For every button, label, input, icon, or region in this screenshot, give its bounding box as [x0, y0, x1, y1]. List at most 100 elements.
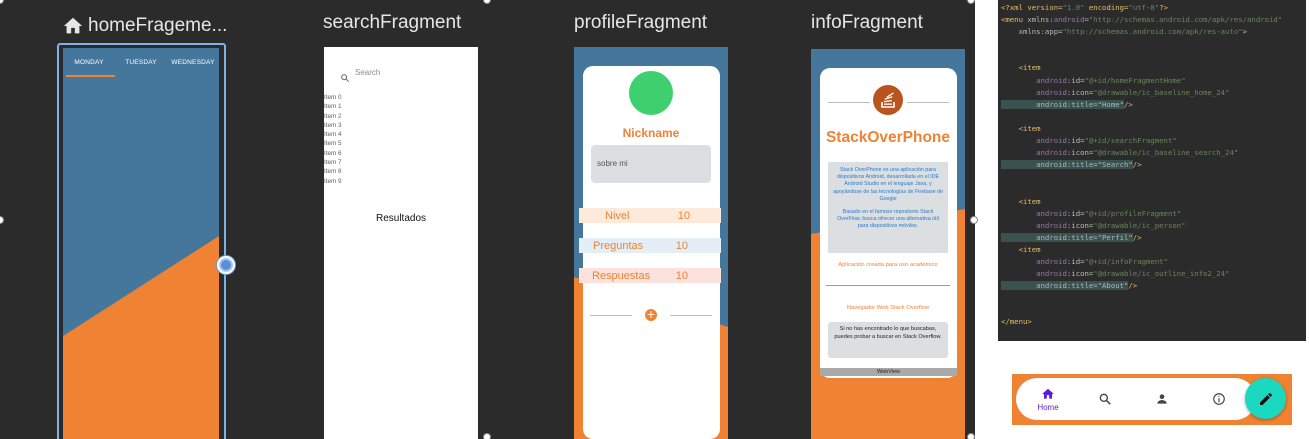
code-token: android — [1001, 136, 1067, 146]
code-line[interactable]: android:title="About"/> — [1001, 280, 1303, 292]
divider — [907, 102, 949, 103]
code-line[interactable] — [1001, 304, 1303, 316]
divider — [670, 315, 712, 316]
xml-code-editor[interactable]: <?xml version="1.0" encoding="utf-8"?><m… — [998, 0, 1306, 341]
tab-tuesday[interactable]: TUESDAY — [125, 59, 157, 66]
code-line[interactable]: android:icon="@drawable/ic_baseline_home… — [1001, 87, 1303, 99]
list-item[interactable]: Item 6 — [324, 149, 342, 157]
nav-item-profile[interactable] — [1142, 378, 1182, 420]
list-item[interactable]: Item 4 — [324, 131, 342, 139]
code-token: "@drawable/ic_baseline_search_24" — [1093, 148, 1239, 158]
avatar[interactable] — [629, 71, 673, 115]
home-fragment-selection[interactable] — [57, 43, 226, 439]
action-connector-handle[interactable] — [217, 256, 235, 274]
selection-handle[interactable] — [483, 433, 491, 439]
search-input[interactable]: Search — [355, 68, 381, 77]
stat-label: Nivel — [605, 209, 630, 222]
list-item[interactable]: Item 0 — [324, 94, 342, 101]
code-token: /> — [1124, 99, 1133, 109]
edit-fab-button[interactable] — [1245, 378, 1286, 419]
code-line[interactable] — [1001, 171, 1303, 183]
about-me-placeholder: sobre mi — [597, 159, 628, 168]
code-token: <item — [1001, 244, 1041, 254]
code-token: android — [1001, 208, 1067, 218]
code-token: Home" — [1163, 75, 1186, 85]
stat-label: Preguntas — [593, 239, 644, 252]
code-token: :id= — [1066, 256, 1085, 266]
selection-handle[interactable] — [0, 216, 4, 224]
code-line[interactable]: <item — [1001, 123, 1303, 135]
list-item[interactable]: Item 3 — [324, 121, 342, 129]
code-line[interactable]: <item — [1001, 62, 1303, 74]
search-fragment-title[interactable]: searchFragment — [323, 12, 462, 33]
navigation-graph-canvas[interactable]: homeFrageme... MONDAY TUESDAY WEDNESDAY … — [0, 0, 978, 439]
selection-handle[interactable] — [970, 216, 978, 224]
nav-item-search[interactable] — [1085, 378, 1125, 420]
code-token: <menu — [1001, 15, 1028, 25]
code-line[interactable]: android:title="Search"/> — [1001, 159, 1303, 171]
nickname-label: Nickname — [622, 126, 680, 140]
code-line[interactable]: <item — [1001, 244, 1303, 256]
list-item[interactable]: Item 1 — [324, 103, 342, 111]
info-fragment-preview[interactable]: StackOverPhone Stack OverPhone es una ap… — [811, 49, 965, 439]
browser-link[interactable]: Navegador Web Stack Overflow — [846, 305, 930, 311]
code-line[interactable] — [1001, 292, 1303, 304]
code-token: encoding= — [1084, 3, 1129, 12]
nav-item-info[interactable] — [1199, 378, 1239, 420]
code-line[interactable] — [1001, 183, 1303, 195]
code-line[interactable]: android:icon="@drawable/ic_person" — [1001, 220, 1303, 232]
list-item[interactable]: Item 5 — [324, 140, 342, 148]
tab-monday[interactable]: MONDAY — [74, 59, 104, 66]
code-line[interactable]: android:title="Perfil"/> — [1001, 232, 1303, 244]
tab-wednesday[interactable]: WEDNESDAY — [171, 59, 215, 66]
info-fragment-title[interactable]: infoFragment — [811, 12, 923, 33]
code-line[interactable]: xmlns:app="http://schemas.android.com/ap… — [1001, 26, 1303, 38]
code-token: "http://schemas.android.com/apk/res/andr… — [1088, 15, 1283, 25]
selection-handle[interactable] — [0, 0, 4, 4]
code-line[interactable] — [1001, 50, 1303, 62]
code-line[interactable]: android:id="@+id/profileFragment" — [1001, 208, 1303, 220]
code-token: android — [1001, 148, 1067, 158]
code-line[interactable]: </menu> — [1001, 316, 1303, 328]
code-token: Fragment — [1128, 75, 1164, 85]
code-line[interactable]: <item — [1001, 196, 1303, 208]
code-line[interactable] — [1001, 38, 1303, 50]
profile-fragment-title[interactable]: profileFragment — [574, 12, 708, 33]
plus-icon[interactable]: + — [645, 308, 657, 321]
home-icon — [1042, 388, 1054, 399]
home-fragment-title[interactable]: homeFrageme... — [62, 15, 227, 37]
search-item-list: Item 0 Item 1 Item 2 Item 3 Item 4 Item … — [324, 93, 342, 186]
code-token: android:title="About" — [1001, 281, 1129, 291]
code-line[interactable]: android:id="@+id/searchFragment" — [1001, 135, 1303, 147]
selection-handle[interactable] — [967, 0, 975, 4]
code-token: android — [1001, 87, 1067, 97]
description-paragraph: Stack OverPhone es una aplicación para d… — [833, 167, 943, 202]
search-fragment-preview[interactable]: Search Item 0 Item 1 Item 2 Item 3 Item … — [324, 47, 478, 439]
code-line[interactable]: <menu xmlns:android="http://schemas.andr… — [1001, 14, 1303, 26]
nav-item-home[interactable]: Home — [1028, 378, 1068, 420]
code-token: "@+id/profileFragment" — [1084, 208, 1182, 218]
list-item[interactable]: Item 8 — [324, 168, 342, 176]
code-line[interactable]: android:icon="@drawable/ic_baseline_sear… — [1001, 147, 1303, 159]
about-me-field[interactable]: sobre mi — [591, 145, 711, 183]
person-icon — [1157, 394, 1167, 404]
code-token: </menu> — [1001, 317, 1032, 327]
selection-handle[interactable] — [483, 0, 491, 4]
code-line[interactable]: android:id="@+id/homeFragmentHome" — [1001, 75, 1303, 87]
code-line[interactable]: android:title="Home"/> — [1001, 99, 1303, 111]
code-token: <item — [1001, 63, 1041, 73]
code-line[interactable]: android:icon="@drawable/ic_outline_info2… — [1001, 268, 1303, 280]
selection-handle[interactable] — [967, 433, 975, 439]
list-item[interactable]: Item 9 — [324, 177, 342, 185]
code-token: ?> — [1159, 3, 1168, 12]
list-item[interactable]: Item 2 — [324, 112, 342, 120]
profile-fragment-preview[interactable]: Nickname sobre mi Nivel 10 Preguntas 10 … — [574, 47, 728, 439]
code-line[interactable]: <?xml version="1.0" encoding="utf-8"?> — [1001, 2, 1303, 14]
code-token: "@+id/infoFragment" — [1084, 256, 1168, 266]
home-fragment-preview[interactable]: MONDAY TUESDAY WEDNESDAY — [63, 48, 219, 439]
code-token: :icon= — [1066, 87, 1094, 97]
list-item[interactable]: Item 7 — [324, 159, 342, 167]
code-line[interactable] — [1001, 111, 1303, 123]
code-token: "http://schemas.android.com/apk/res-auto… — [1062, 27, 1243, 37]
code-line[interactable]: android:id="@+id/infoFragment" — [1001, 256, 1303, 268]
